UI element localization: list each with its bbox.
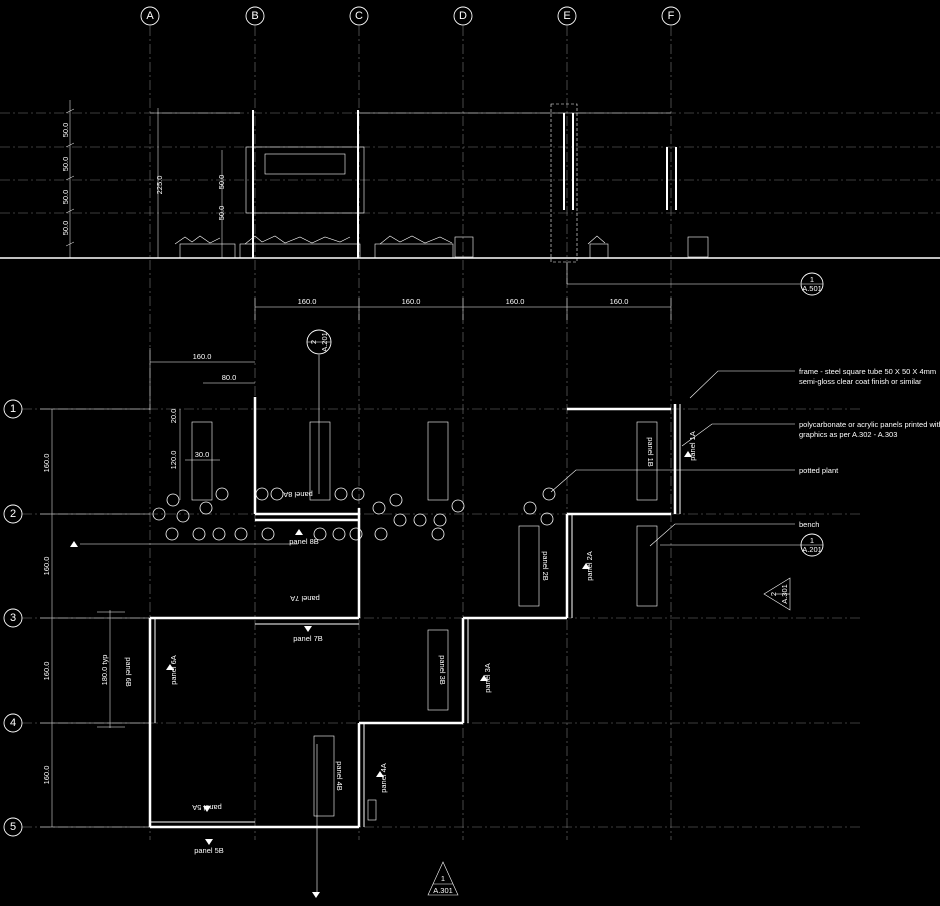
section-cut-lines [80, 355, 320, 895]
plan-dim-20: 20.0 [169, 409, 178, 424]
panel-5b-label: panel 5B [194, 846, 224, 855]
column-bubble-a: A [140, 6, 160, 26]
tag-1-a301-sheet: A.301 [433, 886, 453, 895]
elev-dim-3: 50.0 [61, 190, 70, 205]
panel-4a-label: panel 4A [379, 763, 388, 793]
panel-8b-label: panel 8B [289, 537, 319, 546]
column-bubble-c: C [349, 6, 369, 26]
column-bubbles: A B C D E F [140, 6, 681, 26]
row-bubble-5: 5 [3, 817, 23, 837]
column-bubble-f: F [661, 6, 681, 26]
svg-text:1: 1 [10, 403, 16, 415]
plan-left-dim-1: 160.0 [42, 454, 51, 473]
elev-height-dim: 225.0 [155, 176, 164, 195]
row-bubble-2: 2 [3, 504, 23, 524]
tag-2-a201-sheet: A.201 [320, 332, 329, 352]
elev-tag-num: 1 [810, 275, 814, 284]
svg-text:E: E [563, 10, 570, 22]
plan-left-dim-2: 160.0 [42, 557, 51, 576]
column-bubble-d: D [453, 6, 473, 26]
note-panels-line-1: polycarbonate or acrylic panels printed … [799, 420, 940, 429]
benches [191, 421, 658, 821]
note-frame-line-2: semi-gloss clear coat finish or similar [799, 377, 922, 386]
panel-1b-label: panel 1B [646, 437, 655, 467]
plan-dimensions: 160.0 160.0 160.0 160.0 160.0 80.0 20.0 … [40, 297, 672, 828]
elev-tag-sheet: A.501 [802, 284, 822, 293]
panel-3a-label: panel 3A [483, 663, 492, 693]
svg-text:F: F [668, 10, 675, 22]
plan-dim-160: 160.0 [193, 352, 212, 361]
panel-4b-label: panel 4B [335, 761, 344, 791]
column-bubble-b: B [245, 6, 265, 26]
plan-top-dim-3: 160.0 [506, 297, 525, 306]
elev-inner-dim-1: 50.0 [217, 175, 226, 190]
elev-dim-4: 50.0 [61, 221, 70, 236]
elev-inner-dim-2: 50.0 [217, 206, 226, 221]
tag-2-a201-num: 2 [309, 340, 318, 344]
panel-6b-label: panel 6B [124, 657, 133, 687]
plan-dim-80: 80.0 [222, 373, 237, 382]
svg-text:5: 5 [10, 821, 16, 833]
tag-2-a301-num: 2 [769, 592, 778, 596]
panel-2a-label: panel 2A [585, 551, 594, 581]
facing-arrows [70, 451, 692, 898]
svg-text:4: 4 [10, 717, 16, 729]
tag-1-a201-sheet: A.201 [802, 545, 822, 554]
elev-dim-1: 50.0 [61, 123, 70, 138]
column-bubble-e: E [557, 6, 577, 26]
plan-dim-120: 120.0 [169, 451, 178, 470]
plan-dim-180-typ: 180.0 typ [100, 655, 109, 686]
note-potted-plant: potted plant [799, 466, 839, 475]
note-panels-line-2: graphics as per A.302 - A.303 [799, 430, 897, 439]
plan-left-dim-3: 160.0 [42, 662, 51, 681]
potted-plants [152, 487, 556, 541]
panel-8a-label: panel 8A [283, 490, 313, 499]
tag-1-a301-num: 1 [441, 874, 445, 883]
panel-2b-label: panel 2B [541, 551, 550, 581]
svg-text:A: A [146, 10, 154, 22]
note-frame-line-1: frame - steel square tube 50 X 50 X 4mm [799, 367, 936, 376]
panel-labels: panel 1A panel 1B panel 2A panel 2B pane… [124, 431, 697, 855]
elev-dim-2: 50.0 [61, 157, 70, 172]
row-bubble-4: 4 [3, 713, 23, 733]
plan-top-dim-4: 160.0 [610, 297, 629, 306]
plan-top-dim-2: 160.0 [402, 297, 421, 306]
svg-text:2: 2 [10, 508, 16, 520]
note-bench: bench [799, 520, 819, 529]
plan-left-dim-4: 160.0 [42, 766, 51, 785]
column-grid-lines [149, 26, 672, 840]
section-tags: 2 A.201 1 A.201 2 A.301 1 A.301 [306, 329, 824, 896]
svg-text:3: 3 [10, 612, 16, 624]
elevation-view: 50.0 50.0 50.0 50.0 225.0 50.0 50.0 [0, 100, 940, 296]
row-bubble-3: 3 [3, 608, 23, 628]
plan-dim-30: 30.0 [195, 450, 210, 459]
svg-text:B: B [251, 10, 258, 22]
plan-top-dim-1: 160.0 [298, 297, 317, 306]
panel-7a-label: panel 7A [290, 594, 320, 603]
row-bubbles: 1 2 3 4 5 [3, 399, 23, 837]
svg-text:D: D [459, 10, 467, 22]
notes: frame - steel square tube 50 X 50 X 4mm … [550, 367, 940, 547]
plan-walls [148, 397, 681, 829]
panel-1a-label: panel 1A [688, 431, 697, 461]
row-bubble-1: 1 [3, 399, 23, 419]
tag-2-a301-sheet: A.301 [780, 584, 789, 604]
panel-3b-label: panel 3B [438, 655, 447, 685]
panel-7b-label: panel 7B [293, 634, 323, 643]
tag-1-a201-num: 1 [810, 536, 814, 545]
svg-text:C: C [355, 10, 363, 22]
